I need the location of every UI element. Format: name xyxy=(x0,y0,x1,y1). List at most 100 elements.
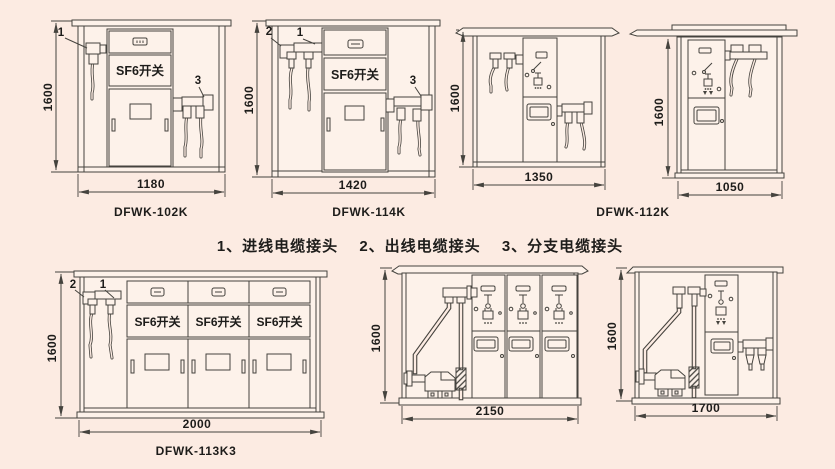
marker-3-label: 3 xyxy=(195,75,201,87)
vent-icon xyxy=(272,287,287,297)
sf6-switch-label: SF6开关 xyxy=(331,67,379,82)
width-value: 1050 xyxy=(716,180,745,194)
marker-1-label: 1 xyxy=(58,27,65,39)
inlet-cable-connectors xyxy=(279,42,323,112)
legend-item-branch: 3、分支电缆接头 xyxy=(502,237,623,255)
door xyxy=(126,338,189,409)
vent-icon xyxy=(132,37,148,46)
transformer-body xyxy=(654,369,686,390)
sf6-switch-label: SF6开关 xyxy=(195,314,241,329)
foot xyxy=(427,390,439,399)
height-dimension: 1600 xyxy=(45,271,77,419)
cable-termination xyxy=(745,354,755,365)
switch-column: SF6开关 xyxy=(321,27,389,173)
knob xyxy=(551,122,555,126)
height-value: 1600 xyxy=(41,83,55,112)
door-window xyxy=(144,353,170,371)
width-dimension: 1350 xyxy=(472,169,606,190)
marker-3-label: 3 xyxy=(410,75,416,87)
sf6-switch-label: SF6开关 xyxy=(134,314,180,329)
branch-cable-connector xyxy=(385,94,433,157)
door xyxy=(248,338,311,409)
roof xyxy=(391,265,589,275)
cabinet-dfwk-114k: SF6开关 2 xyxy=(242,19,441,219)
switch-symbols xyxy=(524,51,552,90)
bushing-flange xyxy=(406,370,413,387)
model-label: DFWK-112K xyxy=(596,205,669,219)
width-dimension: 1180 xyxy=(77,174,226,197)
roof-top xyxy=(671,24,787,31)
inspection-window xyxy=(710,338,736,360)
height-dimension: 1600 xyxy=(369,267,399,404)
marker-2-leader xyxy=(270,37,282,47)
switch-unit xyxy=(687,39,726,171)
inlet-cable-connector xyxy=(85,42,107,101)
bushing xyxy=(643,372,657,381)
door-handle-left xyxy=(130,359,135,374)
door-handle-right xyxy=(241,359,246,374)
marker-3-leader xyxy=(198,86,205,98)
door-window xyxy=(266,353,292,371)
cabinet-2150: 1600 2150 xyxy=(369,265,589,424)
width-dimension: 2150 xyxy=(401,404,579,424)
marker-1-leader xyxy=(302,38,316,45)
inlet-cable-connectors xyxy=(82,290,122,360)
door-window xyxy=(129,103,152,120)
roof xyxy=(454,27,621,37)
switch-column: SF6开关 xyxy=(106,28,174,168)
roof xyxy=(71,19,232,27)
height-dimension: 1600 xyxy=(242,20,272,178)
marker-1-leader xyxy=(64,37,88,49)
outlet-cable-connectors xyxy=(724,44,768,98)
width-dimension: 2000 xyxy=(78,417,322,437)
bushing xyxy=(411,374,426,383)
sf6-switch-label: SF6开关 xyxy=(116,63,164,78)
marker-3-leader xyxy=(414,86,422,97)
height-value: 1600 xyxy=(652,98,666,127)
switch-symbols xyxy=(707,280,734,325)
foot xyxy=(657,388,669,397)
vent-icon xyxy=(150,287,165,297)
marker-1-leader xyxy=(104,289,115,299)
door-handle-left xyxy=(252,359,257,374)
cable-hatch-section xyxy=(688,366,700,389)
foot xyxy=(671,388,683,397)
height-value: 1600 xyxy=(369,324,383,353)
width-dimension: 1050 xyxy=(677,180,783,199)
width-value: 1350 xyxy=(525,170,554,184)
sf6-switch-label: SF6开关 xyxy=(256,314,302,329)
width-value: 1180 xyxy=(137,177,165,191)
width-value: 2150 xyxy=(476,404,505,418)
height-dimension: 1600 xyxy=(41,20,78,173)
cable-route xyxy=(642,286,707,399)
outlet-cable-connector xyxy=(737,337,774,371)
height-dimension: 1600 xyxy=(652,38,677,179)
width-value: 1420 xyxy=(339,178,368,192)
legend-item-outlet: 2、出线电缆接头 xyxy=(359,237,480,255)
marker-2-label: 2 xyxy=(266,26,272,38)
legend-caption: 1、进线电缆接头 2、出线电缆接头 3、分支电缆接头 xyxy=(217,237,623,255)
door-handle-left xyxy=(111,118,116,132)
inspection-window xyxy=(693,106,724,125)
width-dimension: 1420 xyxy=(271,178,436,198)
switch-panel-3 xyxy=(541,274,578,399)
marker-1-label: 1 xyxy=(100,279,107,291)
door-handle-right xyxy=(180,359,185,374)
marker-2-label: 2 xyxy=(70,279,76,291)
height-value: 1600 xyxy=(448,84,462,113)
vent-icon xyxy=(347,39,364,49)
door-window xyxy=(205,353,231,371)
cabinet-dfwk-102k: SF6开关 1 3 xyxy=(41,19,232,219)
door-handle-left xyxy=(191,359,196,374)
knob xyxy=(732,356,736,360)
cabinet-1700: 1600 1700 xyxy=(605,266,784,421)
inspection-window xyxy=(526,103,555,126)
transformer-body xyxy=(424,371,456,392)
door-window xyxy=(344,105,365,121)
model-label: DFWK-102K xyxy=(114,205,188,219)
cable-hatch-section xyxy=(455,367,467,391)
branch-cable-connector xyxy=(172,94,214,159)
height-value: 1600 xyxy=(605,322,619,351)
vent-icon xyxy=(211,287,226,297)
model-label: DFWK-113K3 xyxy=(156,444,237,458)
